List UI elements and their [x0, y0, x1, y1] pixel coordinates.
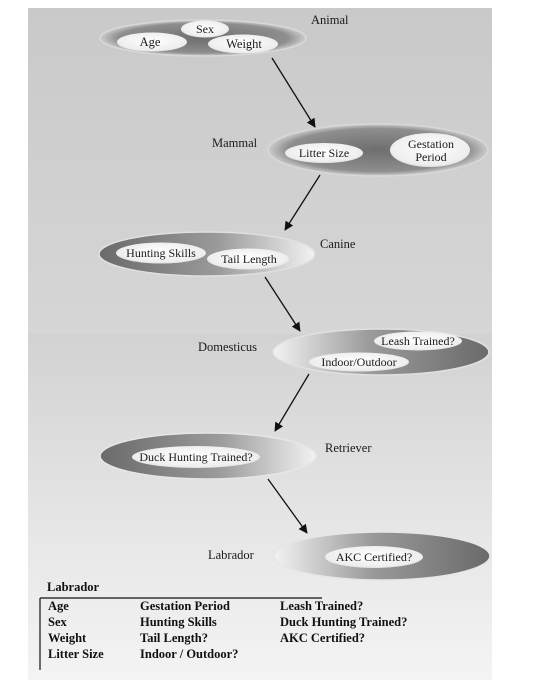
- canine-attr-tail-length: Tail Length: [221, 252, 276, 266]
- mammal-label: Mammal: [212, 136, 258, 150]
- summary-column-1: Age Sex Weight Litter Size: [40, 598, 132, 662]
- background-panel-bottom: [28, 334, 492, 680]
- summary-item: Age: [48, 599, 69, 613]
- retriever-attr-pill-duck: [132, 446, 260, 468]
- edge-canine-domesticus: [264, 276, 301, 332]
- mammal-attr-pill-gestation: [390, 133, 470, 167]
- summary-item: Duck Hunting Trained?: [280, 615, 408, 629]
- domesticus-label: Domesticus: [198, 340, 257, 354]
- canine-attr-pill-hunting: [116, 242, 206, 264]
- domesticus-attr-pill-leash: [374, 331, 462, 351]
- animal-attr-sex: Sex: [196, 22, 214, 36]
- summary-item: Gestation Period: [140, 599, 230, 613]
- summary-table: Age Sex Weight Litter Size Gestation Per…: [40, 598, 442, 662]
- summary-item: Hunting Skills: [140, 615, 217, 629]
- labrador-attr-pill-akc: [325, 546, 423, 568]
- node-domesticus: Leash Trained? Indoor/Outdoor Domesticus: [198, 328, 490, 376]
- canine-attr-pill-tail: [207, 248, 289, 270]
- mammal-attr-gestation: Gestation: [408, 137, 454, 151]
- animal-attr-weight: Weight: [226, 37, 262, 51]
- animal-attr-age: Age: [140, 35, 161, 49]
- edge-retriever-labrador: [267, 478, 308, 534]
- mammal-attr-pill-litter: [285, 143, 363, 163]
- animal-attr-pill-age: [117, 32, 187, 52]
- labrador-label: Labrador: [208, 548, 255, 562]
- domesticus-attr-leash-trained: Leash Trained?: [381, 334, 455, 348]
- summary-item: Sex: [48, 615, 67, 629]
- edge-mammal-canine: [284, 174, 321, 231]
- summary-title: Labrador: [47, 580, 100, 594]
- summary-item: Weight: [48, 631, 87, 645]
- summary-item: AKC Certified?: [280, 631, 366, 645]
- labrador-attr-akc-certified: AKC Certified?: [336, 550, 412, 564]
- domesticus-attr-pill-indoor: [309, 352, 409, 372]
- animal-label: Animal: [311, 13, 349, 27]
- mammal-attr-period: Period: [415, 150, 446, 164]
- domesticus-attr-indoor-outdoor: Indoor/Outdoor: [321, 355, 396, 369]
- mammal-attr-litter-size: Litter Size: [299, 146, 349, 160]
- summary-item: Tail Length?: [140, 631, 208, 645]
- edge-domesticus-retriever: [274, 373, 310, 432]
- summary-item: Litter Size: [48, 647, 104, 661]
- edge-animal-mammal: [271, 57, 316, 128]
- node-retriever: Duck Hunting Trained? Retriever: [99, 432, 372, 480]
- canine-attr-hunting-skills: Hunting Skills: [126, 246, 196, 260]
- node-animal: Sex Age Weight Animal: [99, 13, 349, 57]
- animal-attr-pill-sex: [181, 20, 229, 38]
- retriever-label: Retriever: [325, 441, 372, 455]
- summary-column-3: Leash Trained? Duck Hunting Trained? AKC…: [272, 598, 442, 662]
- summary-item: Leash Trained?: [280, 599, 364, 613]
- summary-item: Indoor / Outdoor?: [140, 647, 239, 661]
- node-mammal: Litter Size Gestation Period Mammal: [212, 123, 489, 177]
- retriever-attr-duck-hunting: Duck Hunting Trained?: [139, 450, 252, 464]
- canine-label: Canine: [320, 237, 356, 251]
- node-canine: Hunting Skills Tail Length Canine: [98, 231, 356, 277]
- node-labrador: AKC Certified? Labrador: [208, 531, 491, 581]
- summary-column-2: Gestation Period Hunting Skills Tail Len…: [132, 598, 272, 662]
- animal-attr-pill-weight: [208, 34, 278, 54]
